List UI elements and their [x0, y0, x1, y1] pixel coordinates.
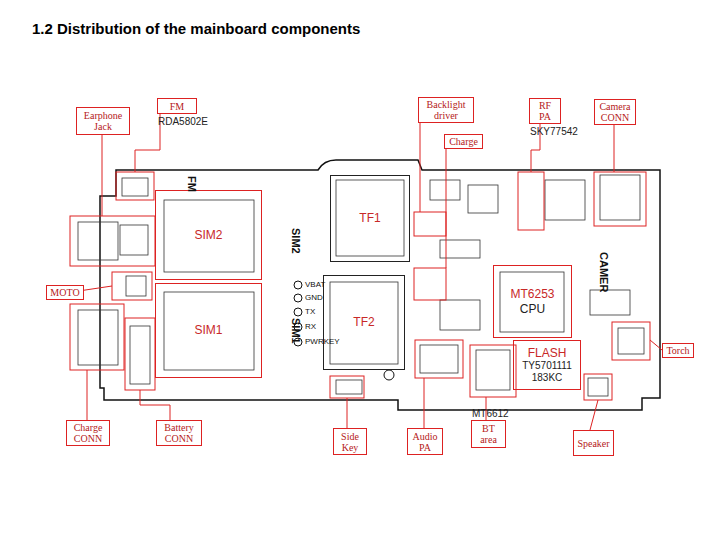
part-number: RDA5802E [158, 116, 208, 127]
callout-box: Audio PA [407, 428, 443, 455]
component-label: Battery CONN [159, 422, 199, 444]
board-outline [100, 160, 660, 410]
component-label: BT area [474, 423, 503, 445]
silkscreen-text: SIM2 [290, 228, 302, 254]
component-label: MT6253 [510, 287, 554, 301]
callout-box: FMRDA5802E [157, 98, 197, 114]
callout-box: Backlight driver [418, 97, 474, 123]
component-region: TF2 [323, 275, 405, 370]
component-label: SIM2 [194, 228, 222, 242]
silkscreen-text: SIM1 [290, 318, 302, 344]
component-label: TY5701111 183KC [514, 360, 580, 384]
part-number: SKY77542 [530, 126, 578, 137]
callout-box: Side Key [333, 428, 367, 455]
silkscreen-text: FM [186, 176, 198, 192]
component-label: MOTO [50, 287, 79, 298]
component-label: Side Key [336, 431, 364, 453]
callout-box: Camera CONN [594, 99, 636, 125]
component-label: Audio PA [410, 431, 440, 453]
component-label: Speaker [577, 438, 609, 449]
component-label: TF2 [353, 315, 374, 329]
leader-lines [72, 114, 662, 430]
component-region: SIM2 [155, 190, 262, 280]
page-title: 1.2 Distribution of the mainboard compon… [32, 20, 360, 37]
callout-box: Torch [662, 343, 694, 358]
component-label: SIM1 [194, 323, 222, 337]
callout-box: Earphone Jack [76, 107, 130, 135]
component-label: Earphone Jack [79, 110, 127, 132]
callout-box: RF PASKY77542 [529, 98, 561, 124]
component-region: MT6253CPU [493, 265, 572, 338]
component-label: FLASH [528, 346, 567, 360]
component-label: Backlight driver [421, 99, 471, 121]
test-pads [294, 281, 394, 380]
test-pad-label: TX [305, 307, 315, 316]
highlight-regions [70, 172, 650, 400]
test-pad-label: VBAT [305, 280, 325, 289]
callout-box: Charge CONN [66, 420, 110, 446]
part-number: MT6612 [472, 408, 509, 419]
component-label: CPU [520, 302, 545, 316]
callout-box: Charge [444, 134, 483, 149]
callout-box: MOTO [46, 285, 84, 300]
component-label: Camera CONN [597, 101, 633, 123]
components [78, 175, 644, 396]
silkscreen-text: CAMER [598, 252, 610, 292]
test-pad-label: GND [305, 293, 323, 302]
test-pad-label: RX [305, 322, 316, 331]
component-label: FM [170, 101, 184, 112]
callout-box: Battery CONN [156, 420, 202, 446]
component-label: RF PA [532, 100, 558, 122]
callout-box: Speaker [573, 430, 614, 456]
test-pad-label: PWRKEY [305, 337, 340, 346]
component-label: Torch [666, 345, 689, 356]
component-label: Charge CONN [69, 422, 107, 444]
component-region: TF1 [330, 175, 410, 262]
callout-box: MT6612BT area [471, 420, 506, 448]
component-label: Charge [449, 136, 478, 147]
component-label: TF1 [359, 211, 380, 225]
component-region: FLASHTY5701111 183KC [513, 340, 581, 390]
component-region: SIM1 [155, 283, 262, 378]
